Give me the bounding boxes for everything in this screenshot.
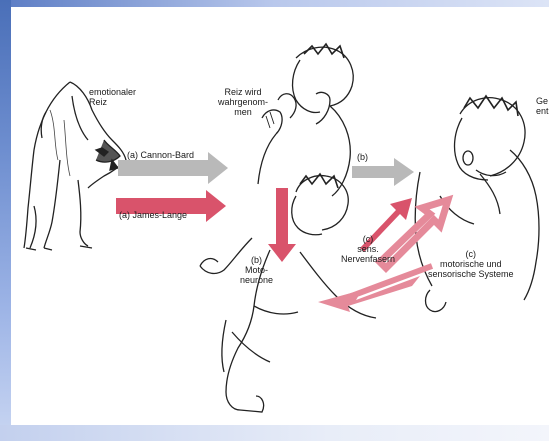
- label-motoneurons: (b) Moto- neurone: [240, 255, 273, 285]
- path-b-motoneuron-arrow: [268, 188, 296, 262]
- label-cannon-bard: (a) Cannon-Bard: [127, 150, 194, 160]
- label-james-lange: (a) James-Lange: [119, 210, 187, 220]
- label-emotional-stimulus: emotionaler Reiz: [89, 87, 136, 107]
- path-b-gray-arrow: [352, 158, 414, 186]
- label-motor-sensory-systems: (c) motorische und sensorische Systeme: [428, 249, 514, 279]
- label-feeling-arises: Ge ent: [536, 96, 549, 116]
- perceiving-man-illustration: [258, 44, 353, 196]
- panther-illustration: [24, 82, 126, 250]
- label-path-b: (b): [357, 152, 368, 162]
- label-sensory-fibers: (c) sens. Nervenfasern: [341, 234, 395, 264]
- label-stimulus-perceived: Reiz wird wahrgenom- men: [218, 87, 268, 117]
